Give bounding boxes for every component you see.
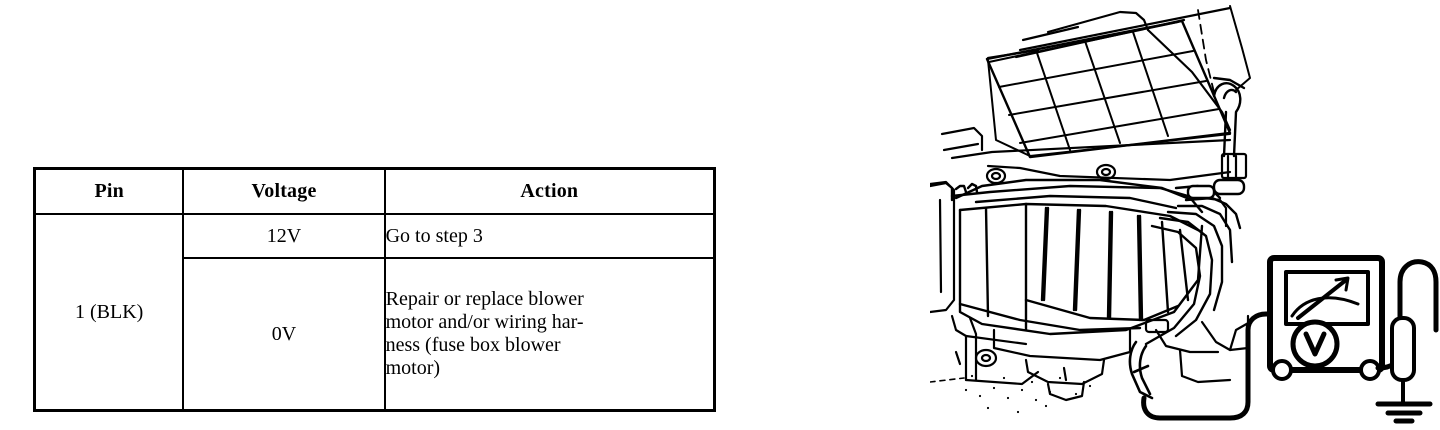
cell-pin: 1 (BLK)	[33, 213, 185, 412]
probe-clip-icon	[1128, 340, 1154, 400]
wiring-harness-icon	[1197, 5, 1251, 158]
diagnostic-table: Pin Voltage Action 1 (BLK) 12V Go to ste…	[33, 167, 716, 412]
cell-action: Repair or replace blower motor and/or wi…	[383, 257, 716, 412]
housing-flange	[940, 126, 1232, 182]
grille-grid	[985, 19, 1232, 159]
table-row: 1 (BLK) 12V Go to step 3	[33, 213, 716, 412]
action-line: Repair or replace blower	[385, 287, 584, 310]
harness-connector-icon	[1220, 152, 1248, 180]
test-probe-icon	[1375, 259, 1439, 406]
action-line: ness (fuse box blower	[385, 334, 561, 356]
table-row: 0V Repair or replace blower motor and/or…	[35, 257, 716, 412]
action-line: motor)	[385, 357, 441, 380]
cell-action: Go to step 3	[383, 213, 716, 259]
action-text-lines: Repair or replace blower motor and/or wi…	[386, 288, 713, 381]
cell-voltage: 0V	[182, 257, 386, 412]
analog-voltmeter-icon	[1267, 255, 1385, 381]
chassis-ground-symbol-icon	[1375, 401, 1433, 424]
column-header-action: Action	[383, 167, 716, 215]
blower-motor-icon	[992, 328, 1132, 402]
mounting-bracket	[950, 314, 1040, 386]
floor-shading	[964, 374, 1092, 414]
air-duct	[930, 180, 956, 314]
meter-lead-wire	[1141, 311, 1285, 421]
blower-motor-test-illustration	[930, 0, 1440, 430]
table-header-row: Pin Voltage Action	[33, 167, 716, 215]
column-header-pin: Pin	[33, 167, 185, 215]
harness-wires	[1144, 178, 1246, 346]
blower-motor-housing-icon	[930, 178, 1204, 336]
action-line: motor and/or wiring har-	[385, 310, 584, 333]
cell-voltage: 12V	[182, 213, 386, 259]
floor-line	[930, 377, 965, 383]
column-header-voltage: Voltage	[182, 167, 386, 215]
